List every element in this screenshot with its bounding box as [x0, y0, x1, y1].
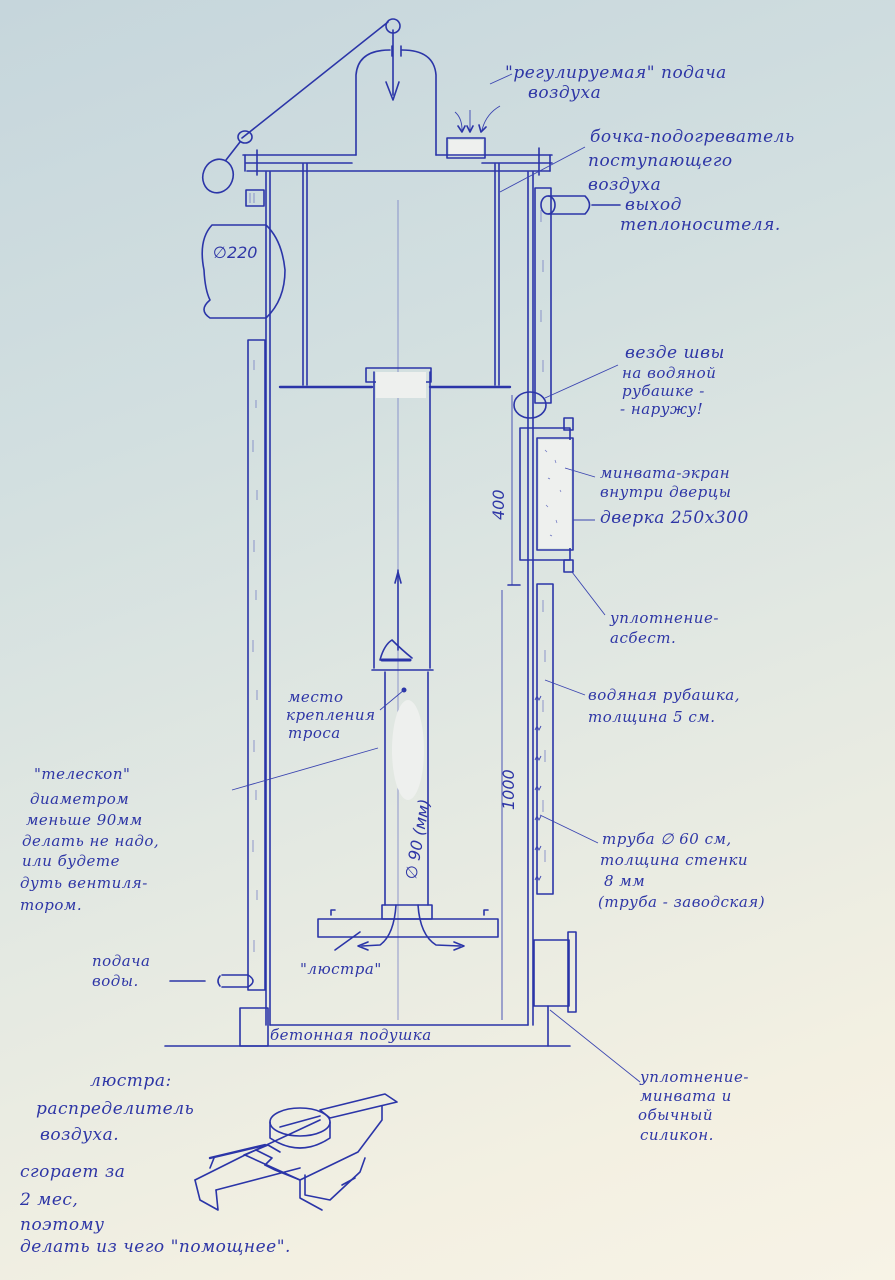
chandelier-isometric-sketch	[194, 1093, 398, 1211]
housing-right	[527, 171, 534, 1026]
dimension-400: 400	[489, 395, 521, 586]
label-air-heater-2: поступающего	[588, 151, 733, 171]
label-water-jacket-2: толщина 5 см.	[588, 708, 716, 726]
label-telescope-7: тором.	[20, 896, 82, 914]
label-bottom-seal-4: силикон.	[640, 1126, 714, 1144]
label-seams-4: - наружу!	[620, 400, 703, 418]
label-pipe-3: 8 мм	[604, 872, 645, 890]
label-coolant-outlet-1: выход	[625, 195, 682, 215]
label-chandelier: "люстра"	[300, 960, 382, 978]
base-and-pad	[164, 1005, 571, 1047]
telescope-diameter-label: ∅ 90 (мм)	[401, 798, 434, 881]
label-air-supply-2: воздуха	[528, 83, 601, 103]
label-water-inlet-1: подача	[92, 952, 150, 970]
pulley-rope-assembly	[201, 18, 437, 194]
label-concrete-pad: бетонная подушка	[270, 1026, 432, 1044]
water-inlet-pipe	[169, 974, 254, 988]
label-pipe-2: толщина стенки	[600, 851, 748, 869]
label-seams-3: рубашке -	[622, 382, 705, 400]
label-air-heater-3: воздуха	[588, 175, 661, 195]
label-seams-1: везде швы	[625, 343, 725, 363]
label-telescope-1: "телескоп"	[34, 765, 130, 783]
label-door-seal-2: асбест.	[610, 629, 676, 647]
water-jacket-right-lower: 1000	[499, 583, 554, 1020]
air-heater-barrel	[278, 163, 512, 389]
dim-400-label: 400	[489, 489, 508, 520]
label-chandelier-note-1: люстра:	[90, 1071, 172, 1091]
label-chandelier-note-3: воздуха.	[40, 1125, 119, 1145]
leader-lines	[231, 73, 641, 1083]
label-air-heater-1: бочка-подогреватель	[590, 127, 795, 147]
label-telescope-2: диаметром	[30, 790, 129, 808]
label-burnout-note-1: сгорает за	[20, 1162, 125, 1182]
flue-diameter-label: ∅220	[213, 243, 257, 262]
dim-1000-label: 1000	[499, 769, 518, 810]
label-door-insulation-2: внутри дверцы	[600, 483, 731, 501]
label-door-insulation-1: минвата-экран	[600, 464, 730, 482]
label-telescope-3: меньше 90мм	[26, 811, 143, 829]
telescope-lower: ∅ 90 (мм)	[384, 671, 434, 906]
annotations: "регулируемая" подача воздуха бочка-подо…	[19, 63, 795, 1257]
label-telescope-6: дуть вентиля-	[20, 874, 148, 892]
top-lid	[242, 147, 553, 176]
fire-door	[519, 417, 574, 573]
air-regulator	[446, 105, 501, 159]
flue-pipe: ∅220	[201, 224, 286, 319]
label-bottom-seal-2: минвата и	[640, 1087, 732, 1105]
label-door: дверка 250х300	[600, 508, 749, 528]
label-burnout-note-3: поэтому	[20, 1215, 105, 1235]
label-chandelier-note-2: распределитель	[36, 1099, 194, 1119]
label-rope-mount-3: троса	[288, 724, 341, 742]
ash-door	[533, 931, 577, 1013]
label-seams-2: на водяной	[622, 364, 716, 382]
label-rope-mount-1: место	[288, 688, 343, 706]
housing-left	[245, 171, 271, 1026]
label-telescope-4: делать не надо,	[22, 832, 159, 850]
water-jacket-left	[247, 339, 266, 991]
label-door-seal-1: уплотнение-	[609, 609, 719, 627]
label-bottom-seal-1: уплотнение-	[639, 1068, 749, 1086]
telescope-tube	[365, 367, 434, 671]
chandelier-distributor	[317, 904, 499, 951]
water-jacket-right-upper	[534, 187, 621, 404]
label-rope-mount-2: крепления	[286, 706, 376, 724]
weld-detail-circle	[513, 391, 547, 419]
label-coolant-outlet-2: теплоносителя.	[620, 215, 781, 235]
label-pipe-1: труба ∅ 60 см,	[602, 830, 732, 848]
label-burnout-note-4: делать из чего "помощнее".	[20, 1237, 291, 1257]
label-bottom-seal-3: обычный	[638, 1106, 713, 1124]
label-pipe-4: (труба - заводская)	[598, 893, 765, 911]
label-water-jacket-1: водяная рубашка,	[588, 686, 740, 704]
label-telescope-5: или будете	[22, 852, 120, 870]
label-burnout-note-2: 2 мес,	[19, 1190, 78, 1210]
label-air-supply-1: "регулируемая" подача	[505, 63, 727, 83]
label-water-inlet-2: воды.	[92, 972, 139, 990]
